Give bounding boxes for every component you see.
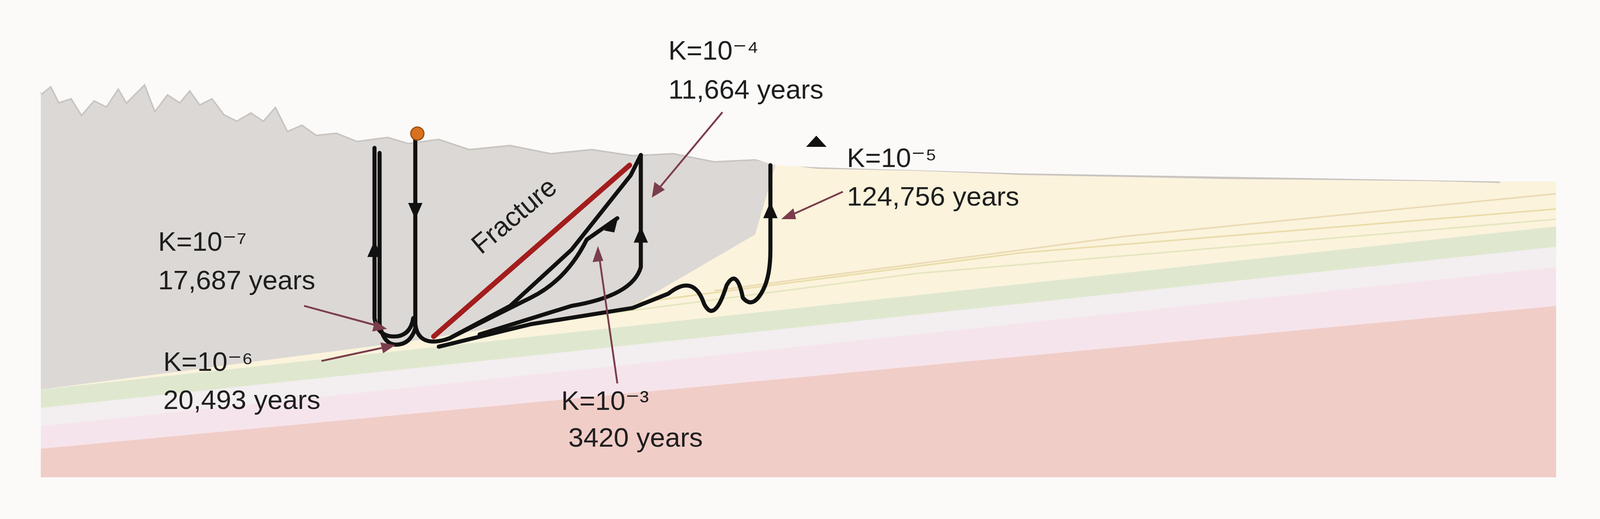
k-value: K=10⁻³	[561, 385, 649, 416]
k-value: K=10⁻⁵	[846, 142, 937, 173]
leader-lines	[304, 112, 843, 384]
section-ground	[40, 71, 1557, 478]
fracture-line	[433, 165, 630, 337]
age-label: 20,493 years	[163, 384, 320, 415]
age-label: 124,756 years	[846, 181, 1020, 212]
flow-arrowheads	[367, 202, 778, 258]
age-label: 11,664 years	[668, 74, 824, 105]
k-value: K=10⁻⁶	[163, 346, 253, 377]
age-label: 17,687 years	[158, 265, 316, 296]
triangle-marker	[806, 135, 827, 147]
k-value: K=10⁻⁴	[668, 35, 759, 66]
well-dot	[410, 127, 424, 141]
yellow-layer	[40, 71, 1557, 390]
age-label: 3420 years	[568, 422, 704, 453]
flow-paths	[374, 134, 771, 347]
k-value: K=10⁻⁷	[158, 226, 247, 257]
